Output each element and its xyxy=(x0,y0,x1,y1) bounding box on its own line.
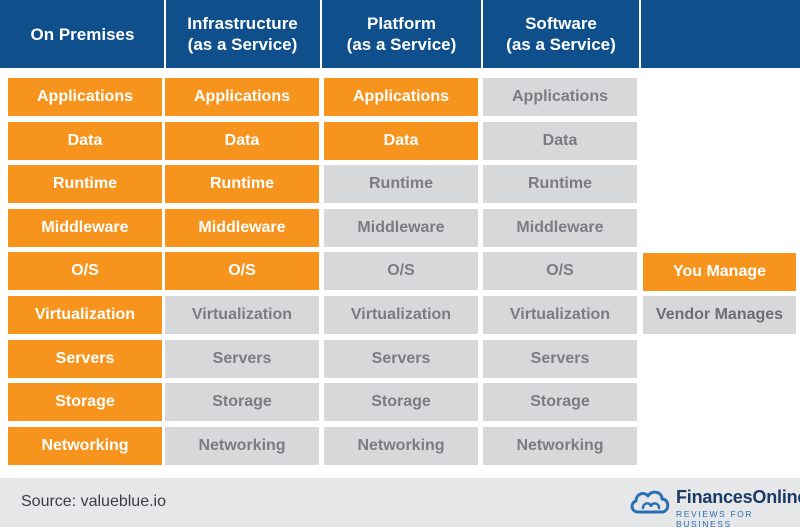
brand-name: FinancesOnline xyxy=(676,487,800,507)
grid-cell: Servers xyxy=(483,340,637,378)
grid-cell: Virtualization xyxy=(8,296,162,334)
grid-cell: Runtime xyxy=(324,165,478,203)
header-divider xyxy=(639,0,641,68)
legend-vendor-manages: Vendor Manages xyxy=(643,296,796,334)
header-iaas: Infrastructure (as a Service) xyxy=(187,14,298,54)
cloud-logo-icon xyxy=(630,490,670,514)
grid-cell: Virtualization xyxy=(483,296,637,334)
grid-cell: Networking xyxy=(483,427,637,465)
grid-cell: Applications xyxy=(324,78,478,116)
grid-cell: Storage xyxy=(165,383,319,421)
grid-cell: Runtime xyxy=(165,165,319,203)
grid-cell: O/S xyxy=(483,252,637,290)
grid-cell: Data xyxy=(324,122,478,160)
grid-cell: Networking xyxy=(8,427,162,465)
grid-cell: Data xyxy=(165,122,319,160)
grid-cell: Middleware xyxy=(165,209,319,247)
grid-cell: O/S xyxy=(8,252,162,290)
grid-cell: Middleware xyxy=(324,209,478,247)
grid-cell: Networking xyxy=(324,427,478,465)
grid-cell: O/S xyxy=(324,252,478,290)
grid-cell: Storage xyxy=(324,383,478,421)
grid-cell: Data xyxy=(8,122,162,160)
header-divider xyxy=(481,0,483,68)
header-bar: On Premises Infrastructure (as a Service… xyxy=(0,0,800,68)
grid-cell: Middleware xyxy=(8,209,162,247)
legend-you-manage: You Manage xyxy=(643,253,796,291)
grid-cell: Data xyxy=(483,122,637,160)
header-divider xyxy=(164,0,166,68)
grid-cell: Networking xyxy=(165,427,319,465)
header-on-premises: On Premises xyxy=(30,24,135,44)
grid-cell: O/S xyxy=(165,252,319,290)
header-paas: Platform (as a Service) xyxy=(346,14,457,54)
grid-cell: Servers xyxy=(8,340,162,378)
grid-cell: Middleware xyxy=(483,209,637,247)
grid-cell: Servers xyxy=(324,340,478,378)
grid-cell: Virtualization xyxy=(165,296,319,334)
header-divider xyxy=(320,0,322,68)
header-saas: Software (as a Service) xyxy=(506,14,616,54)
grid-cell: Runtime xyxy=(483,165,637,203)
brand-tagline: REVIEWS FOR BUSINESS xyxy=(676,509,754,529)
source-text: Source: valueblue.io xyxy=(21,493,166,510)
grid-cell: Applications xyxy=(8,78,162,116)
grid-cell: Applications xyxy=(483,78,637,116)
grid-cell: Servers xyxy=(165,340,319,378)
grid-cell: Storage xyxy=(8,383,162,421)
grid-cell: Applications xyxy=(165,78,319,116)
grid-cell: Runtime xyxy=(8,165,162,203)
footer-bar: Source: valueblue.io FinancesOnline REVI… xyxy=(0,478,800,529)
grid-cell: Storage xyxy=(483,383,637,421)
grid-cell: Virtualization xyxy=(324,296,478,334)
